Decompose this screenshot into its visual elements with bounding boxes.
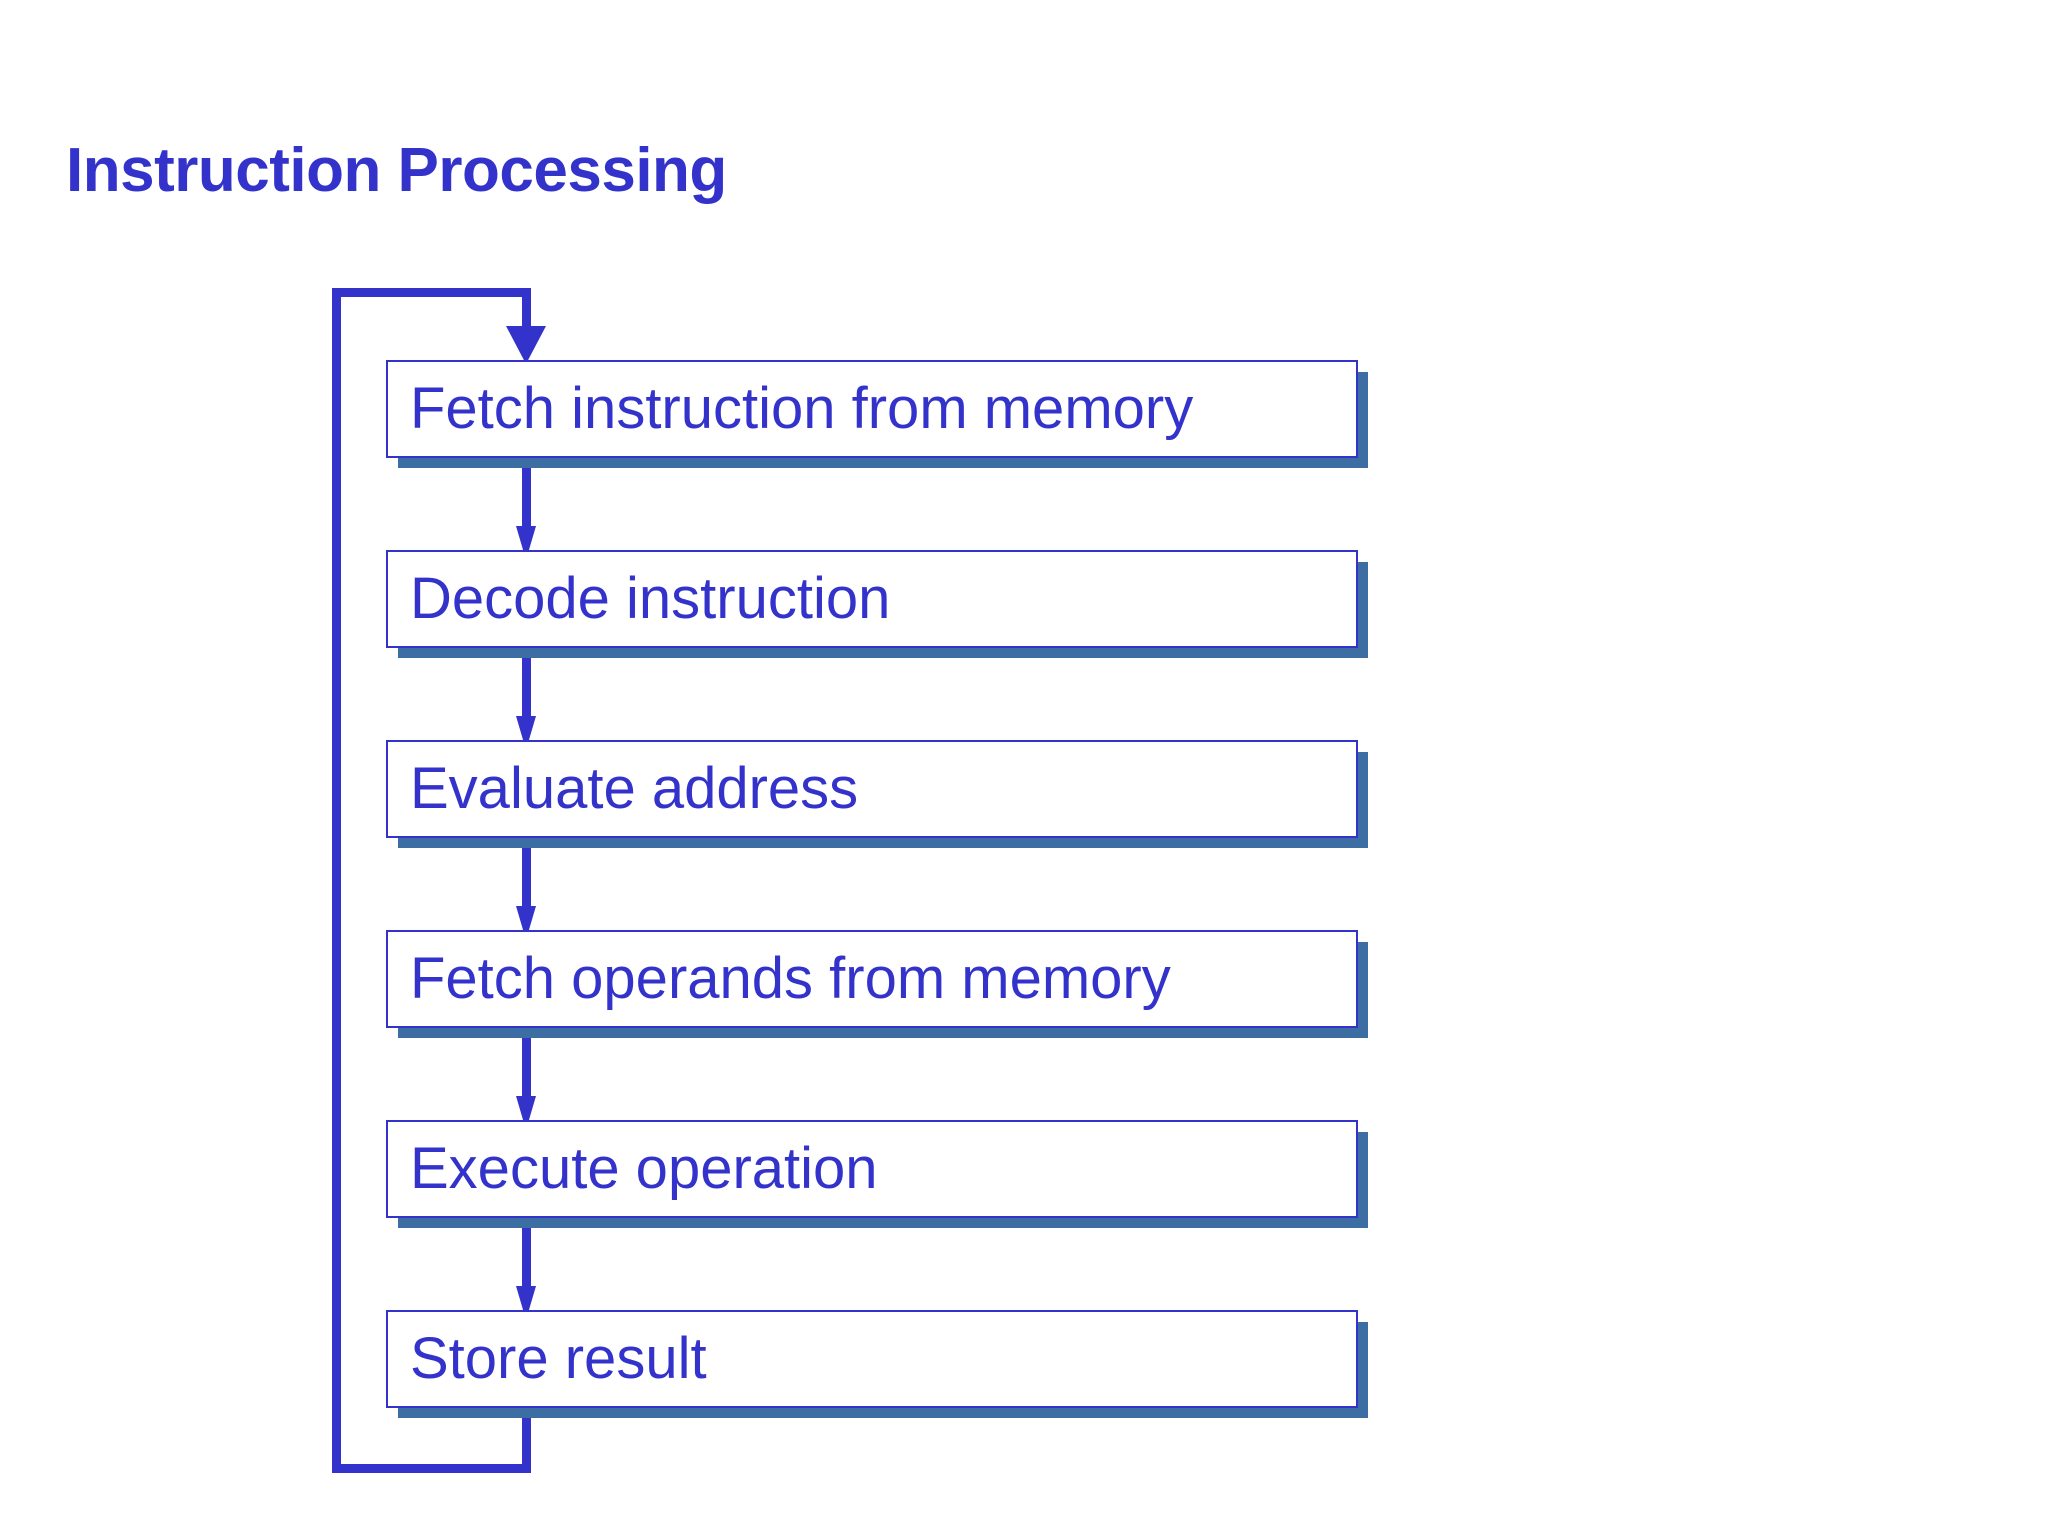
arrow-shaft: [522, 1038, 531, 1100]
loop-arrow-icon: [506, 326, 546, 364]
loop-exit-segment: [522, 1408, 531, 1473]
loop-left-rail: [332, 288, 341, 1473]
loop-entry-segment: [522, 288, 531, 336]
flow-step-fetch-operands[interactable]: Fetch operands from memory: [386, 930, 1358, 1028]
flow-step-store-result[interactable]: Store result: [386, 1310, 1358, 1408]
flow-step-decode-instruction[interactable]: Decode instruction: [386, 550, 1358, 648]
connector-arrow-5: [516, 1228, 536, 1320]
flow-step-evaluate-address[interactable]: Evaluate address: [386, 740, 1358, 838]
arrow-shaft: [522, 848, 531, 910]
flow-step-execute-operation[interactable]: Execute operation: [386, 1120, 1358, 1218]
arrow-shaft: [522, 658, 531, 720]
connector-arrow-1: [516, 468, 536, 560]
connector-arrow-4: [516, 1038, 536, 1130]
flow-step-label: Fetch operands from memory: [410, 946, 1171, 1011]
arrow-shaft: [522, 1228, 531, 1290]
flow-step-label: Fetch instruction from memory: [410, 376, 1194, 441]
connector-arrow-3: [516, 848, 536, 940]
loop-top-segment: [332, 288, 531, 297]
flow-step-label: Execute operation: [410, 1136, 878, 1201]
arrow-shaft: [522, 468, 531, 530]
flow-step-label: Decode instruction: [410, 566, 891, 631]
flow-step-label: Evaluate address: [410, 756, 859, 821]
page-title: Instruction Processing: [66, 136, 727, 205]
flow-step-label: Store result: [410, 1326, 707, 1391]
loop-bottom-segment: [332, 1464, 531, 1473]
connector-arrow-2: [516, 658, 536, 750]
flow-step-fetch-instruction[interactable]: Fetch instruction from memory: [386, 360, 1358, 458]
